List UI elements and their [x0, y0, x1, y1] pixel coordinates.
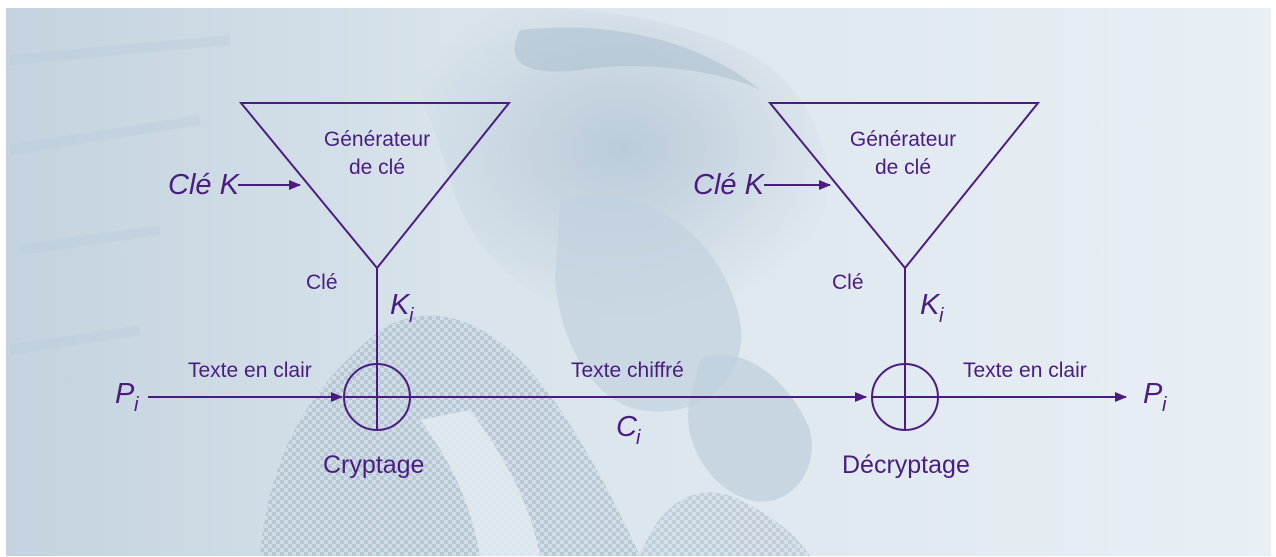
left-generator-triangle	[238, 102, 512, 270]
right-key-label: Clé	[832, 271, 864, 294]
ciphertext-symbol-subscript: i	[636, 427, 641, 449]
left-key-symbol-main: K	[390, 289, 411, 321]
left-key-generator: Générateur de clé	[238, 102, 512, 270]
right-key-symbol-main: K	[920, 289, 941, 321]
right-plaintext-symbol: P i	[1143, 378, 1167, 416]
left-key-symbol: K i	[390, 289, 414, 327]
right-plaintext-symbol-subscript: i	[1162, 394, 1167, 416]
right-key-symbol-subscript: i	[939, 305, 944, 327]
left-plaintext-symbol: P i	[115, 378, 139, 416]
right-operation-label: Décryptage	[842, 451, 970, 479]
ciphertext-symbol: C i	[616, 411, 641, 449]
right-plaintext-label: Texte en clair	[963, 359, 1087, 382]
left-generator-label-line2: de clé	[349, 156, 405, 179]
right-key-input-label: Clé K	[693, 169, 766, 201]
left-generator-label-line1: Générateur	[324, 128, 430, 151]
right-generator-label-line1: Générateur	[850, 128, 956, 151]
left-key-input-label: Clé K	[168, 169, 241, 201]
ciphertext-symbol-main: C	[616, 411, 638, 443]
right-key-symbol: K i	[920, 289, 944, 327]
right-key-input: Clé K	[693, 169, 831, 201]
left-plaintext-label: Texte en clair	[188, 359, 312, 382]
left-plaintext-symbol-subscript: i	[134, 394, 139, 416]
left-key-symbol-subscript: i	[409, 305, 414, 327]
ciphertext-label: Texte chiffré	[571, 359, 684, 382]
right-key-generator: Générateur de clé	[767, 102, 1041, 270]
left-operation-label: Cryptage	[323, 451, 424, 479]
right-generator-triangle	[767, 102, 1041, 270]
left-key-label: Clé	[306, 271, 338, 294]
right-generator-label-line2: de clé	[875, 156, 931, 179]
left-plaintext-symbol-main: P	[115, 378, 135, 410]
right-plaintext-symbol-main: P	[1143, 378, 1163, 410]
left-key-input: Clé K	[168, 169, 301, 201]
